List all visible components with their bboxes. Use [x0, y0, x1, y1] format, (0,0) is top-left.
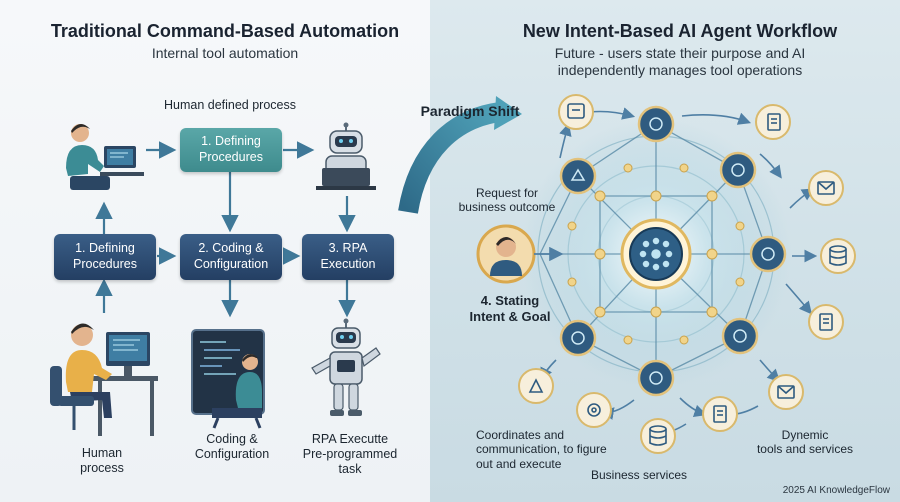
paradigm-shift-label: Paradigm Shift — [420, 103, 520, 119]
right-subtitle: Future - users state their purpose and A… — [554, 45, 806, 78]
box-rpa-execution: 3. RPA Execution — [302, 234, 394, 280]
standing-robot-icon — [311, 318, 381, 416]
user-avatar-icon — [476, 224, 536, 284]
right-title: New Intent-Based AI Agent Workflow — [522, 21, 838, 41]
intent-label: 4. Stating Intent & Goal — [469, 293, 551, 324]
caption-rpa-execute: RPA Executte Pre-programmed task — [302, 432, 398, 476]
caption-coding-configuration: Coding & Configuration — [194, 432, 270, 461]
box-defining-procedures-top: 1. Defining Procedures — [180, 128, 282, 172]
caption-human-process: Human process — [80, 446, 124, 475]
dynamic-tools-label: Dynemic tools and services — [756, 428, 854, 457]
left-subtitle: Internal tool automation — [151, 45, 299, 61]
process-label: Human defined process — [163, 98, 297, 112]
request-label: Request for business outcome — [458, 186, 556, 215]
coordinates-label: Coordinates and communication, to figure… — [476, 428, 607, 471]
robot-laptop-icon — [316, 122, 376, 190]
outer-node-icon — [558, 94, 594, 130]
business-services-label: Business services — [590, 468, 688, 482]
left-title: Traditional Command-Based Automation — [50, 21, 400, 41]
person-computer-icon — [66, 123, 144, 190]
person-desk-icon — [50, 323, 158, 436]
box-coding-configuration: 2. Coding & Configuration — [180, 234, 282, 280]
box-defining-procedures: 1. Defining Procedures — [54, 234, 156, 280]
coding-person-icon — [191, 329, 265, 429]
hub-node-icon — [559, 105, 787, 397]
footer-credit: 2025 AI KnowledgeFlow — [782, 485, 890, 496]
